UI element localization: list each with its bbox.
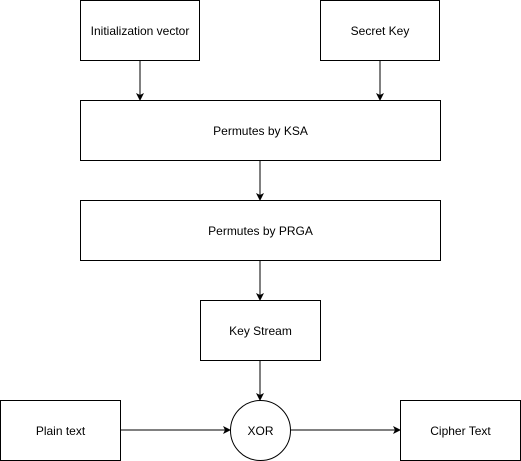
node-permutes-by-prga: Permutes by PRGA	[80, 200, 441, 261]
node-plain-text: Plain text	[0, 400, 121, 461]
node-secret-key: Secret Key	[320, 0, 440, 61]
node-xor: XOR	[230, 400, 291, 461]
node-initialization-vector: Initialization vector	[80, 0, 200, 61]
node-key-stream: Key Stream	[200, 300, 321, 361]
node-permutes-by-ksa: Permutes by KSA	[80, 100, 441, 161]
node-cipher-text: Cipher Text	[400, 400, 521, 461]
